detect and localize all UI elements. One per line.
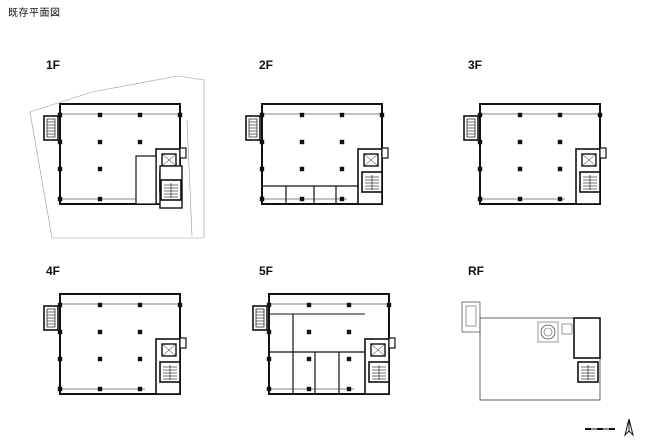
plan-rf: [461, 301, 601, 401]
floor-label-2f: 2F: [259, 58, 274, 72]
plan-1f: [29, 75, 205, 239]
plan-3f: [464, 104, 606, 204]
floor-label-rf: RF: [468, 264, 484, 278]
floor-label-5f: 5F: [259, 264, 274, 278]
drawing-title: 既存平面図: [8, 8, 61, 19]
floor-label-3f: 3F: [468, 58, 483, 72]
plan-5f: [253, 294, 395, 394]
floor-label-1f: 1F: [46, 58, 61, 72]
floor-label-4f: 4F: [46, 264, 61, 278]
scale-bar-icon: [585, 418, 634, 437]
north-arrow-icon: [624, 418, 634, 437]
plan-2f: [246, 104, 388, 204]
plan-4f: [44, 294, 186, 394]
